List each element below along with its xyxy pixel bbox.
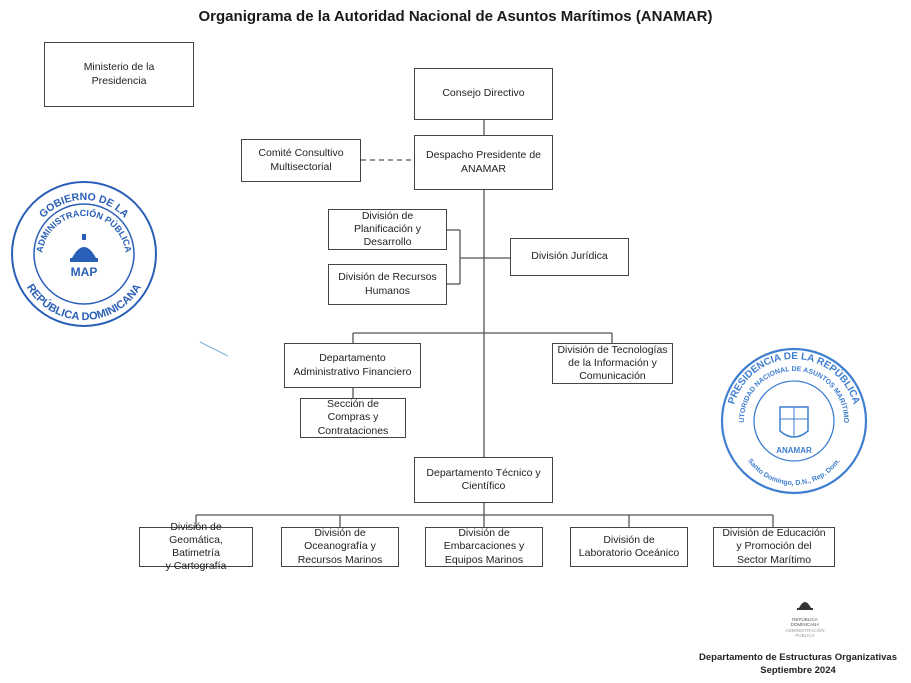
box-administrativo-financiero: Departamento Administrativo Financiero (284, 343, 421, 388)
footer: Departamento de Estructuras Organizativa… (699, 652, 897, 677)
chart-title: Organigrama de la Autoridad Nacional de … (198, 8, 713, 25)
box-juridica: División Jurídica (510, 238, 629, 276)
logo-line-1: REPÚBLICA (792, 617, 818, 622)
anamar-stamp-bottom-text: Santo Domingo, D.N., Rep. Dom. (746, 458, 842, 487)
box-educacion: División de Educación y Promoción del Se… (713, 527, 835, 567)
footer-date: Septiembre 2024 (760, 664, 836, 676)
footer-department: Departamento de Estructuras Organizativa… (699, 652, 897, 664)
dome-icon (70, 247, 98, 262)
map-seal-stamp: GOBIERNO DE LA ADMINISTRACIÓN PÚBLICA RE… (11, 181, 157, 327)
map-stamp-bottom-text: REPÚBLICA DOMINICANA (24, 282, 144, 323)
gov-logo: REPÚBLICA DOMINICANA ADMINISTRACIÓN PÚBL… (780, 596, 830, 639)
coat-of-arms-icon (779, 406, 809, 438)
box-comite-consultivo: Comité Consultivo Multisectorial (241, 139, 361, 182)
dome-logo-icon (797, 602, 813, 610)
box-laboratorio: División de Laboratorio Oceánico (570, 527, 688, 567)
map-stamp-center-text: MAP (71, 265, 98, 279)
box-recursos-humanos: División de Recursos Humanos (328, 264, 447, 305)
box-embarcaciones: División de Embarcaciones y Equipos Mari… (425, 527, 543, 567)
logo-line-2: DOMINICANA (790, 622, 820, 628)
logo-line-4: PÚBLICA (795, 633, 815, 639)
svg-text:REPÚBLICA DOMINICANA: REPÚBLICA DOMINICANA (24, 282, 144, 323)
anamar-stamp-center-text: ANAMAR (776, 446, 812, 455)
box-planificacion: División de Planificación y Desarrollo (328, 209, 447, 250)
box-consejo-directivo: Consejo Directivo (414, 68, 553, 120)
box-tecnologias: División de Tecnologías de la Informació… (552, 343, 673, 384)
box-tecnico-cientifico: Departamento Técnico y Científico (414, 457, 553, 503)
svg-text:Santo Domingo, D.N., Rep. Dom.: Santo Domingo, D.N., Rep. Dom. (746, 458, 842, 487)
box-oceanografia: División de Oceanografía y Recursos Mari… (281, 527, 399, 567)
box-geomatica: División de Geomática, Batimetría y Cart… (139, 521, 253, 572)
box-compras: Sección de Compras y Contrataciones (300, 398, 406, 438)
box-ministerio: Ministerio de la Presidencia (44, 42, 194, 107)
logo-line-3: ADMINISTRACIÓN (785, 627, 825, 633)
box-despacho-presidente: Despacho Presidente de ANAMAR (414, 135, 553, 190)
